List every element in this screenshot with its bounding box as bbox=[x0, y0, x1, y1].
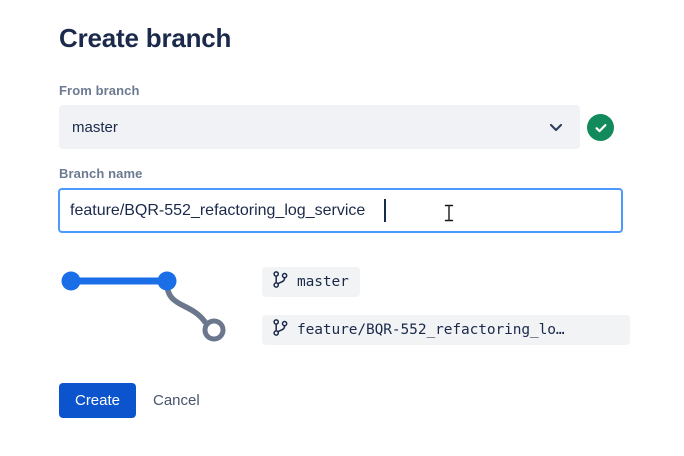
commit-node-new-branch bbox=[202, 318, 226, 342]
create-button[interactable]: Create bbox=[59, 383, 136, 418]
git-branch-icon bbox=[273, 271, 288, 293]
pill-master: master bbox=[262, 267, 360, 297]
from-branch-label: From branch bbox=[59, 83, 140, 98]
from-branch-select-wrap: master bbox=[59, 105, 580, 149]
text-caret bbox=[384, 199, 386, 222]
from-branch-selected-value: master bbox=[72, 118, 118, 136]
branch-graph bbox=[55, 260, 235, 350]
branch-name-label: Branch name bbox=[59, 166, 143, 181]
cancel-button[interactable]: Cancel bbox=[153, 383, 200, 418]
pill-feature-label: feature/BQR-552_refactoring_lo… bbox=[297, 322, 565, 338]
page-title: Create branch bbox=[59, 23, 232, 53]
from-branch-select[interactable]: master bbox=[59, 105, 580, 149]
check-circle-icon bbox=[587, 114, 614, 141]
pill-master-label: master bbox=[297, 274, 349, 290]
graph-edge-new-branch bbox=[164, 280, 208, 325]
commit-node-head bbox=[157, 271, 177, 291]
chevron-down-icon[interactable] bbox=[547, 118, 565, 136]
branch-name-input-wrap bbox=[58, 188, 623, 233]
commit-node-start bbox=[61, 271, 81, 291]
branch-name-input[interactable] bbox=[58, 188, 623, 233]
git-branch-icon bbox=[273, 319, 288, 341]
pill-feature: feature/BQR-552_refactoring_lo… bbox=[262, 315, 630, 345]
